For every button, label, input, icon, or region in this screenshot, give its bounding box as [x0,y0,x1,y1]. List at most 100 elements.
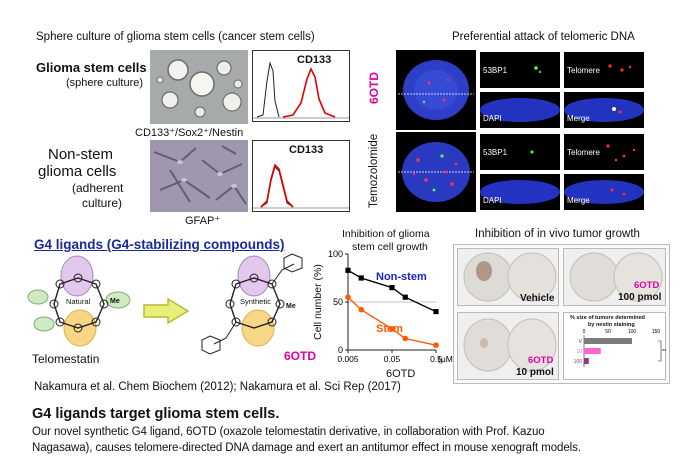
sphere-culture-micrograph [150,50,248,124]
x-tick-label: 0.5 [430,354,442,364]
inset-tick-label: 50 [605,329,611,335]
dapi-label: DAPI [483,196,502,205]
temozolomide-nucleus-image [396,132,476,212]
6otd-53bp1-panel: 53BP1 [480,52,560,88]
inset-tick-label: 100 [628,329,637,335]
legend-non-stem: Non-stem [376,271,427,283]
ns-label-3: (adherent [72,181,124,195]
brain-section-vehicle: Vehicle [457,248,559,306]
series-line-stem [347,296,437,346]
footer-headline: G4 ligands target glioma stem cells. [32,406,280,422]
dapi-label: DAPI [483,114,502,123]
data-point-non-stem [402,294,408,300]
gsc-label-2: (sphere culture) [66,77,144,89]
tmz-merge-panel: Merge [564,174,644,210]
natural-label: Natural [66,297,91,306]
ns-cd133-label: CD133 [289,144,324,156]
adherent-culture-micrograph [150,140,248,212]
data-point-non-stem [358,275,364,281]
arrow-icon [143,297,190,325]
significance-label: ** [662,349,667,355]
footer-line-2: Nagasawa), causes telomere-directed DNA … [32,442,581,454]
y-tick-label: 50 [333,297,343,307]
inset-row-label: 100 [574,359,583,365]
x-tick-label: 0.005 [337,354,359,364]
data-point-non-stem [345,267,351,273]
me-label: Me [110,298,120,305]
inset-row-label: V [579,339,583,345]
inset-bar [584,338,632,344]
vehicle-label: Vehicle [520,293,555,304]
ns-label-1: Non-stem [48,146,114,163]
tumor-size-inset: % size of tumors determined by nestin st… [563,312,667,380]
telomere-label: Telomere [567,148,600,157]
brain-section-6otd-100: 6OTD 100 pmol [563,248,666,306]
footer-line-1: Our novel synthetic G4 ligand, 6OTD (oxa… [32,426,545,438]
citation: Nakamura et al. Chem Biochem (2012); Nak… [34,381,401,393]
gsc-label-1: Glioma stem cells [36,60,147,75]
me-label: Me [286,303,296,310]
telomestatin-label: Telomestatin [32,352,100,366]
data-point-stem [402,335,409,342]
tmz-dapi-panel: DAPI [480,174,560,210]
ns-label-4: culture) [82,196,123,210]
data-point-stem [389,326,395,332]
ns-marker: GFAP⁺ [185,215,221,227]
data-point-stem [345,294,351,300]
gsc-cd133-label: CD133 [297,54,332,66]
brain-section-6otd-10: 6OTD 10 pmol [457,312,559,380]
inset-bar [584,348,601,354]
6otd-10-dose: 10 pmol [516,367,554,378]
row2-drug-label: Temozolomide [368,133,380,208]
6otd-nucleus-image [396,50,476,130]
sphere-title: Sphere culture of glioma stem cells (can… [36,31,315,43]
in-vivo-title: Inhibition of in vivo tumor growth [475,228,640,240]
inset-title-2: by nestin staining [588,322,635,328]
53bp1-label: 53BP1 [483,66,508,75]
6otd-100-label: 6OTD [634,280,660,291]
53bp1-label: 53BP1 [483,148,508,157]
inset-tick-label: 0 [583,329,586,335]
chart-title-line1: Inhibition of glioma [342,228,430,240]
6otd-merge-panel: Merge [564,92,644,128]
chart-xlabel: 6OTD [386,368,416,380]
telomestatin-structure: Natural Me [27,255,131,347]
inset-row-label: 10 [576,349,582,355]
chart-title-line2: stem cell growth [352,241,428,253]
synthetic-label: Synthetic [240,297,271,306]
inset-title-1: % size of tumors determined [570,315,645,321]
data-point-non-stem [433,309,439,315]
gsc-markers: CD133⁺/Sox2⁺/Nestin [135,127,244,139]
inset-tick-label: 150 [652,329,661,335]
significance-bracket [658,340,662,362]
6otd-label: 6OTD [284,349,316,363]
merge-label: Merge [567,114,590,123]
6otd-dapi-panel: DAPI [480,92,560,128]
6otd-10-label: 6OTD [528,355,554,366]
telomere-title: Preferential attack of telomeric DNA [452,31,635,43]
inset-bar [584,358,589,364]
telomere-label: Telomere [567,66,600,75]
data-point-non-stem [389,285,395,291]
x-tick-label: 0.05 [384,354,401,364]
x-unit-label: (μM) [438,354,456,364]
row1-drug-label: 6OTD [367,71,381,104]
6otd-structure: Synthetic Me 6OTD [201,253,316,363]
citation-text: Nakamura et al. Chem Biochem (2012); Nak… [34,381,401,393]
data-point-stem [358,306,365,313]
ns-label-2: glioma cells [38,163,117,180]
ns-cd133-histogram: CD133 [252,140,350,212]
y-tick-label: 100 [328,249,343,259]
g4-ligands-title: G4 ligands (G4-stabilizing compounds) [34,237,285,252]
tmz-telomere-panel: Telomere [564,134,644,170]
gsc-cd133-histogram: CD133 [252,50,350,122]
6otd-100-dose: 100 pmol [618,292,662,303]
legend-stem: Stem [376,323,403,335]
6otd-telomere-panel: Telomere [564,52,644,88]
tmz-53bp1-panel: 53BP1 [480,134,560,170]
data-point-stem [433,342,439,348]
y-tick-label: 0 [338,345,343,355]
merge-label: Merge [567,196,590,205]
